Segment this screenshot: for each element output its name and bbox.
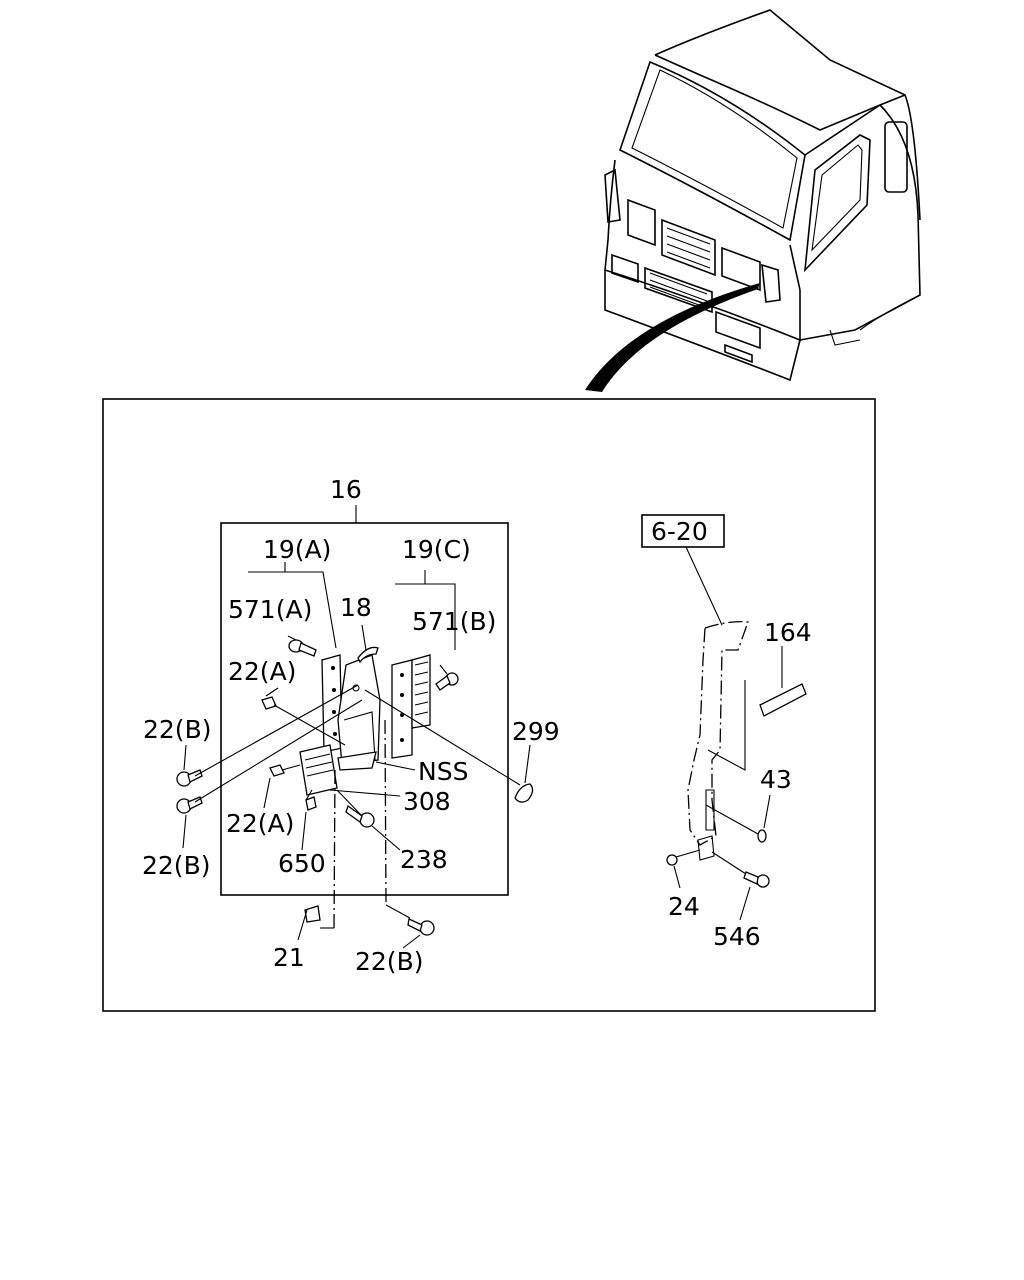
label-18: 18 [340, 593, 372, 622]
screw-546 [743, 871, 770, 888]
retainer-18 [357, 646, 379, 664]
screw-571b [435, 672, 459, 691]
front-pillar-6-20 [687, 620, 749, 861]
label-164: 164 [764, 618, 812, 647]
truck-cab-illustration [585, 9, 921, 392]
label-19c: 19(C) [402, 535, 471, 564]
seal-164 [759, 683, 807, 717]
clip-650 [305, 796, 317, 811]
label-308: 308 [403, 787, 451, 816]
cap-299 [514, 783, 534, 803]
label-43: 43 [760, 765, 792, 794]
clip-22a-lower [269, 764, 285, 777]
ref-box-6-20 [641, 514, 725, 548]
pillar-trim-16 [337, 654, 381, 771]
grip-308 [299, 744, 338, 796]
label-6-20: 6-20 [651, 517, 708, 546]
label-22a-lower: 22(A) [226, 809, 294, 838]
detail-frame [102, 398, 876, 1012]
label-22b-lower: 22(B) [142, 851, 210, 880]
label-299: 299 [512, 717, 560, 746]
label-571a: 571(A) [228, 595, 312, 624]
label-nss: NSS [418, 757, 468, 786]
label-546: 546 [713, 922, 761, 951]
label-238: 238 [400, 845, 448, 874]
screw-238 [345, 804, 375, 828]
plug-43 [757, 829, 767, 843]
label-24: 24 [668, 892, 700, 921]
label-650: 650 [278, 849, 326, 878]
clip-22a-upper [261, 696, 277, 710]
label-571b: 571(B) [412, 607, 496, 636]
bolt-22b-upper [176, 769, 203, 787]
label-16: 16 [330, 475, 362, 504]
label-22b-upper: 22(B) [143, 715, 211, 744]
label-21: 21 [273, 943, 305, 972]
label-19a: 19(A) [263, 535, 331, 564]
bolt-22b-bottom [407, 918, 435, 936]
screw-571a [288, 639, 317, 657]
inner-panel-19c [391, 654, 431, 759]
label-22a-upper: 22(A) [228, 657, 296, 686]
plug-24 [666, 854, 678, 866]
label-22b-bottom: 22(B) [355, 947, 423, 976]
clip-21 [304, 905, 321, 923]
sub-assembly-frame-16 [220, 522, 509, 896]
